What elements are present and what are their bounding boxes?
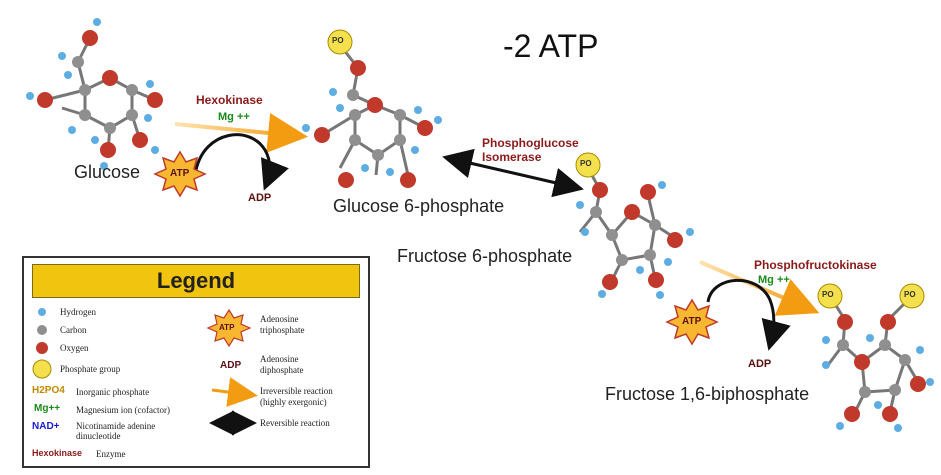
legend-nad-2: dinucleotide [76,431,121,441]
glucose-6-phosphate-label: Glucose 6-phosphate [333,196,505,216]
legend-phosphate: Phosphate group [60,364,121,374]
legend-carbon: Carbon [60,325,87,335]
legend-mg: Magnesium ion (cofactor) [76,405,170,415]
atp-to-adp-curve-1 [194,133,289,191]
title: -2 ATP [503,28,599,64]
reversible-arrow [442,148,584,198]
fructose-1-6-biphosphate-molecule [817,283,934,432]
legend-atp-2: triphosphate [260,325,305,335]
mg-cofactor-label-1: Mg ++ [218,111,250,123]
legend-atp-symbol: ATP [219,323,235,332]
legend-symbols [32,308,258,436]
legend-adp-2: diphosphate [260,365,304,375]
phosphate-label-f16bp-1: PO [822,290,834,299]
atp-to-adp-curve-2 [706,278,791,351]
atp-star-1 [153,150,207,198]
mg-cofactor-label-2: Mg ++ [758,274,790,286]
legend-enzyme: Enzyme [96,449,126,459]
legend-box: Legend Hydrogen Carbon Oxygen Phosphate … [22,256,370,468]
phosphate-label-f6p: PO [580,159,592,168]
legend-mg-symbol: Mg++ [34,403,61,414]
legend-h2po4: Inorganic phosphate [76,387,150,397]
phosphofructokinase-label: Phosphofructokinase [754,258,877,272]
legend-adp-1: Adenosine [260,354,299,364]
atp-label-2: ATP [682,316,702,327]
fructose-6-phosphate-label: Fructose 6-phosphate [397,246,573,266]
atp-label-1: ATP [170,168,190,179]
legend-atp-1: Adenosine [260,314,299,324]
legend-nad-1: Nicotinamide adenine [76,421,156,431]
glucose-6-phosphate-molecule [302,29,442,188]
hexokinase-irreversible-arrow [174,113,308,153]
legend-reversible: Reversible reaction [260,418,330,428]
glucose-label: Glucose [74,162,141,182]
legend-nad-symbol: NAD+ [32,421,60,432]
isomerase-label: Isomerase [482,150,542,164]
legend-irreversible-1: Irreversible reaction [260,386,333,396]
fructose-6-phosphate-molecule [575,152,694,299]
adp-label-1: ADP [248,192,272,204]
legend-hydrogen: Hydrogen [60,307,96,317]
legend-irreversible-2: (highly exergonic) [260,397,327,407]
legend-enzyme-symbol: Hexokinase [32,448,83,458]
hexokinase-label: Hexokinase [196,93,263,107]
phosphate-label-g6p: PO [332,36,344,45]
phosphate-label-f16bp-2: PO [904,290,916,299]
adp-label-2: ADP [748,358,772,370]
legend-h2po4-symbol: H2PO4 [32,385,65,396]
glucose-molecule [26,18,163,170]
legend-title: Legend [32,264,360,298]
phosphoglucose-label: Phosphoglucose [482,136,579,150]
atp-star-2 [665,298,719,346]
fructose-1-6-biphosphate-label: Fructose 1,6-biphosphate [605,384,810,404]
legend-oxygen: Oxygen [60,343,89,353]
legend-adp-symbol: ADP [220,360,242,371]
